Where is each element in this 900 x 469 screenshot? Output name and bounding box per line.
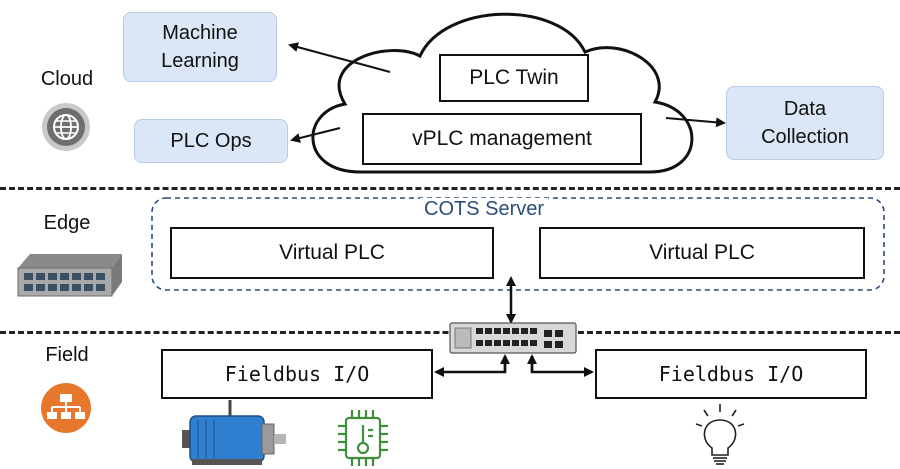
cloud-edge-divider: [0, 187, 900, 190]
motor-icon: [182, 400, 286, 465]
arrow-switch-fieldbus-left: [434, 356, 507, 377]
globe-icon: [42, 103, 90, 151]
network-switch-icon: [449, 322, 577, 354]
fieldbus-io-left: Fieldbus I/O: [161, 349, 433, 399]
arrow-to-plc-ops: [290, 127, 341, 143]
virtual-plc-right: Virtual PLC: [539, 227, 865, 279]
virtual-plc-left: Virtual PLC: [170, 227, 494, 279]
data-collection-box: Data Collection: [726, 86, 884, 160]
hierarchy-icon: [41, 383, 91, 433]
layer-label-field: Field: [45, 344, 89, 366]
temperature-sensor-icon: [338, 410, 388, 466]
vplc-management-box: vPLC management: [362, 113, 642, 165]
layer-label-edge: Edge: [43, 212, 91, 234]
machine-learning-box: Machine Learning: [123, 12, 277, 82]
fieldbus-io-right: Fieldbus I/O: [595, 349, 867, 399]
edge-server-icon: [17, 254, 122, 297]
layer-label-cloud: Cloud: [40, 68, 94, 90]
arrow-to-machine-learning: [288, 42, 391, 73]
cots-server-label: COTS Server: [420, 198, 549, 221]
plc-twin-box: PLC Twin: [439, 54, 589, 102]
light-bulb-icon: [695, 404, 745, 465]
arrow-switch-fieldbus-right: [530, 356, 594, 377]
arrow-to-data-collection: [665, 117, 726, 128]
plc-ops-box: PLC Ops: [134, 119, 288, 163]
